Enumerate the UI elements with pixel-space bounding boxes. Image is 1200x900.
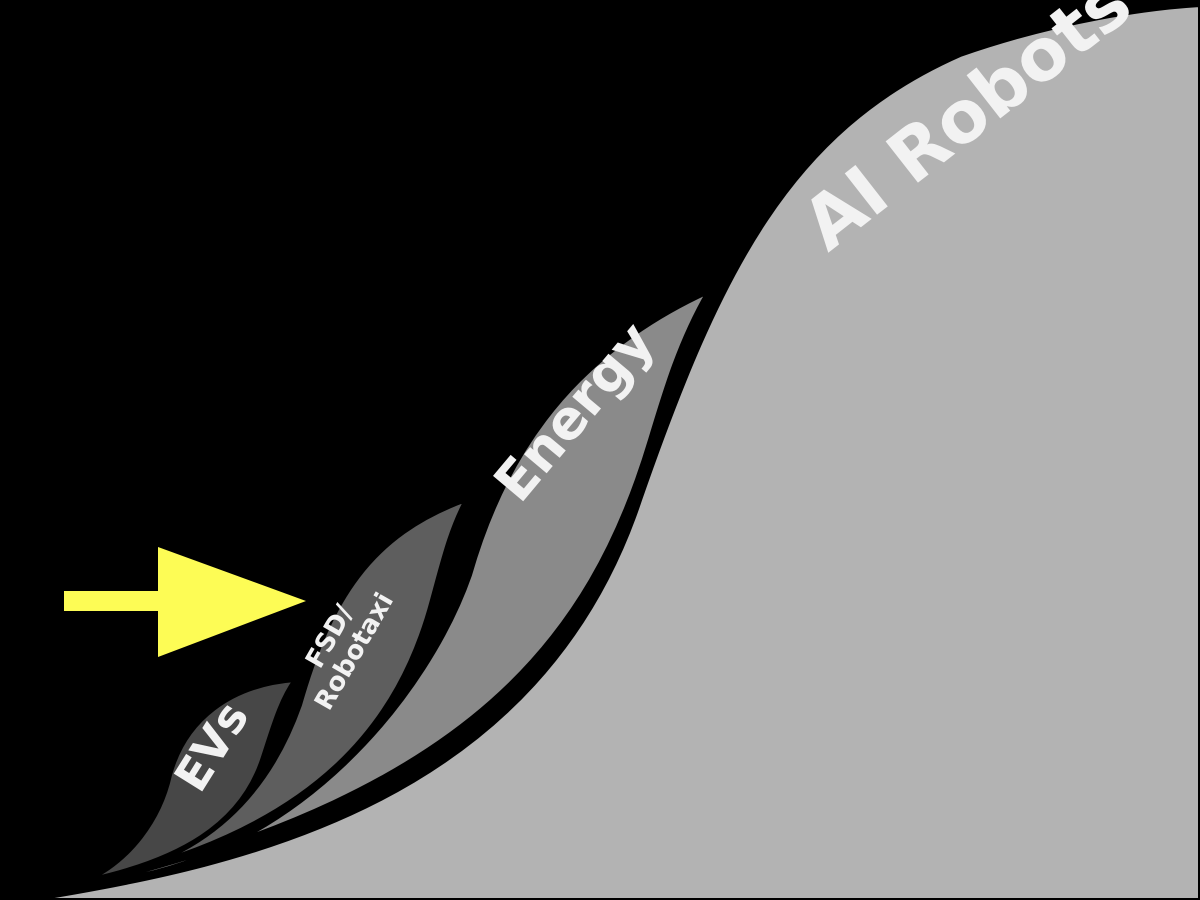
wave-fsd-robotaxi <box>90 498 468 882</box>
wave-energy <box>98 290 710 884</box>
wave-evs <box>86 678 297 882</box>
right-arrow-icon <box>64 547 306 657</box>
wave-ai-robots <box>28 3 1200 900</box>
